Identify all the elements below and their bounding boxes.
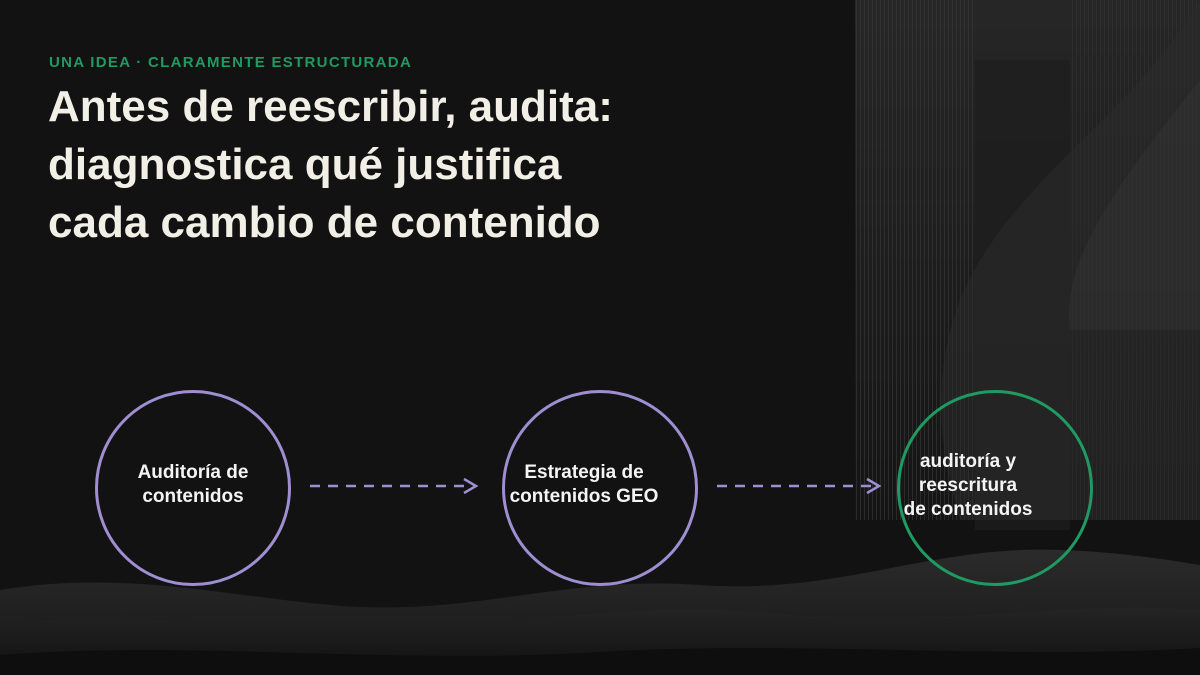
flow-arrow bbox=[310, 477, 479, 495]
flow-node-geo-strategy bbox=[502, 390, 698, 586]
flow-node-label: auditoría y reescritura de contenidos bbox=[903, 451, 1033, 520]
flow-node-label: Estrategia de contenidos GEO bbox=[509, 462, 659, 507]
flow-arrow bbox=[717, 477, 882, 495]
flow-node-label: Auditoría de contenidos bbox=[137, 462, 249, 507]
slide-title-line: cada cambio de contenido bbox=[48, 198, 601, 247]
slide-title-line: Antes de reescribir, audita: bbox=[48, 82, 613, 131]
eyebrow-label: UNA IDEA · CLARAMENTE ESTRUCTURADA bbox=[49, 54, 413, 71]
slide-title-line: diagnostica qué justifica bbox=[48, 140, 562, 189]
slide-title: Antes de reescribir, audita: diagnostica… bbox=[48, 78, 808, 252]
flow-node-audit-rewrite bbox=[897, 390, 1093, 586]
flow-node-content-audit bbox=[95, 390, 291, 586]
